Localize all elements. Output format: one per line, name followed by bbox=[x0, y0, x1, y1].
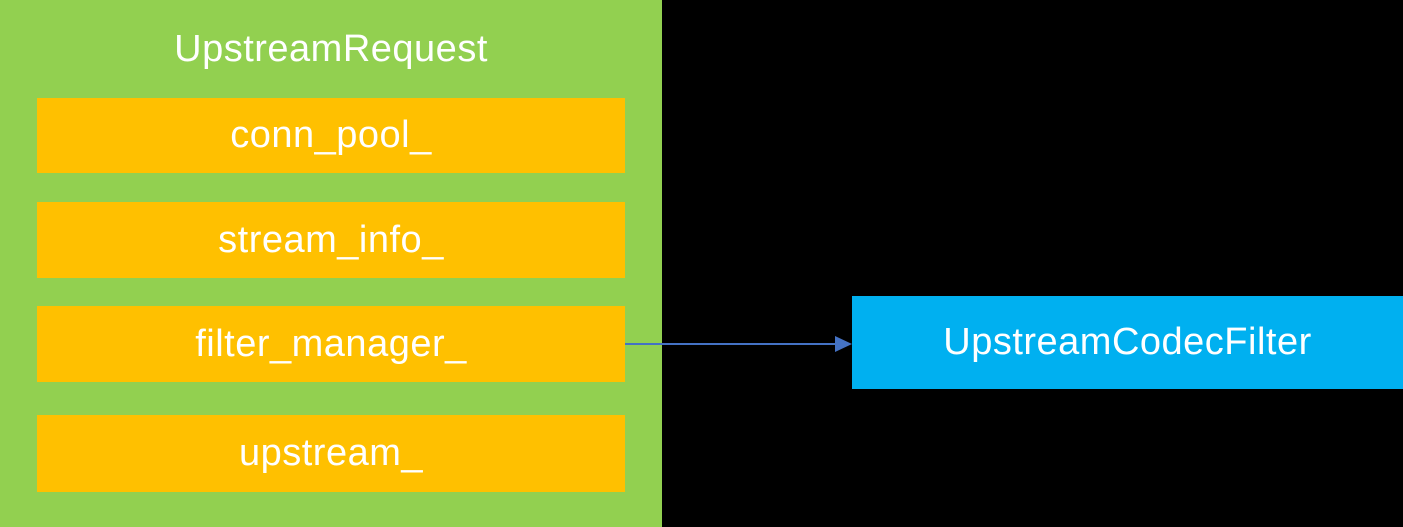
member-box-upstream: upstream_ bbox=[37, 415, 625, 492]
member-box-filter-manager: filter_manager_ bbox=[37, 306, 625, 382]
member-box-stream-info: stream_info_ bbox=[37, 202, 625, 278]
arrowhead-icon bbox=[835, 336, 852, 352]
upstream-request-container: UpstreamRequest conn_pool_ stream_info_ … bbox=[0, 0, 662, 527]
filter-manager-to-codec-filter-arrow-line bbox=[625, 343, 836, 345]
member-box-conn-pool: conn_pool_ bbox=[37, 98, 625, 173]
upstream-request-title: UpstreamRequest bbox=[174, 27, 488, 70]
upstream-codec-filter-box: UpstreamCodecFilter bbox=[852, 296, 1403, 389]
